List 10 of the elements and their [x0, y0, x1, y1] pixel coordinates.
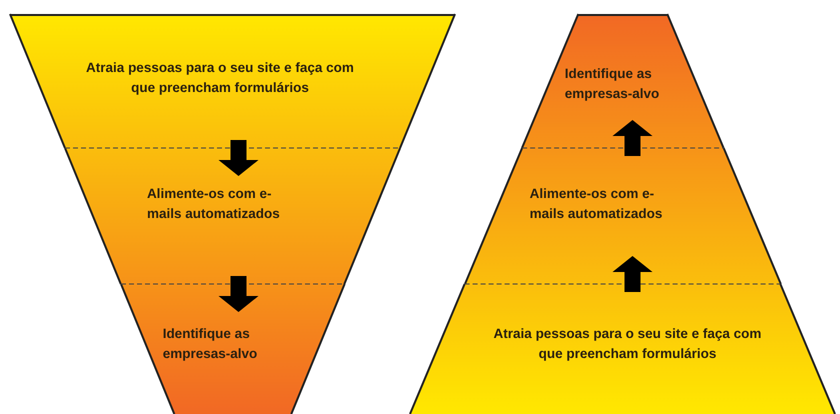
section-text: Alimente-os com e-mails automatizados [146, 185, 281, 223]
block-arrow [612, 256, 652, 292]
block-arrow [218, 276, 258, 312]
section-text: Identifique as empresas-alvo [162, 325, 258, 363]
block-arrow [218, 140, 258, 176]
section-text: Atraia pessoas para o seu site e faça com que preencham formulários [85, 59, 355, 97]
section-text: Alimente-os com e-mails automatizados [530, 185, 664, 223]
block-arrow [612, 120, 652, 156]
section-text: Identifique as empresas-alvo [564, 65, 660, 103]
section-text: Atraia pessoas para o seu site e faça com que preencham formulários [492, 325, 762, 363]
